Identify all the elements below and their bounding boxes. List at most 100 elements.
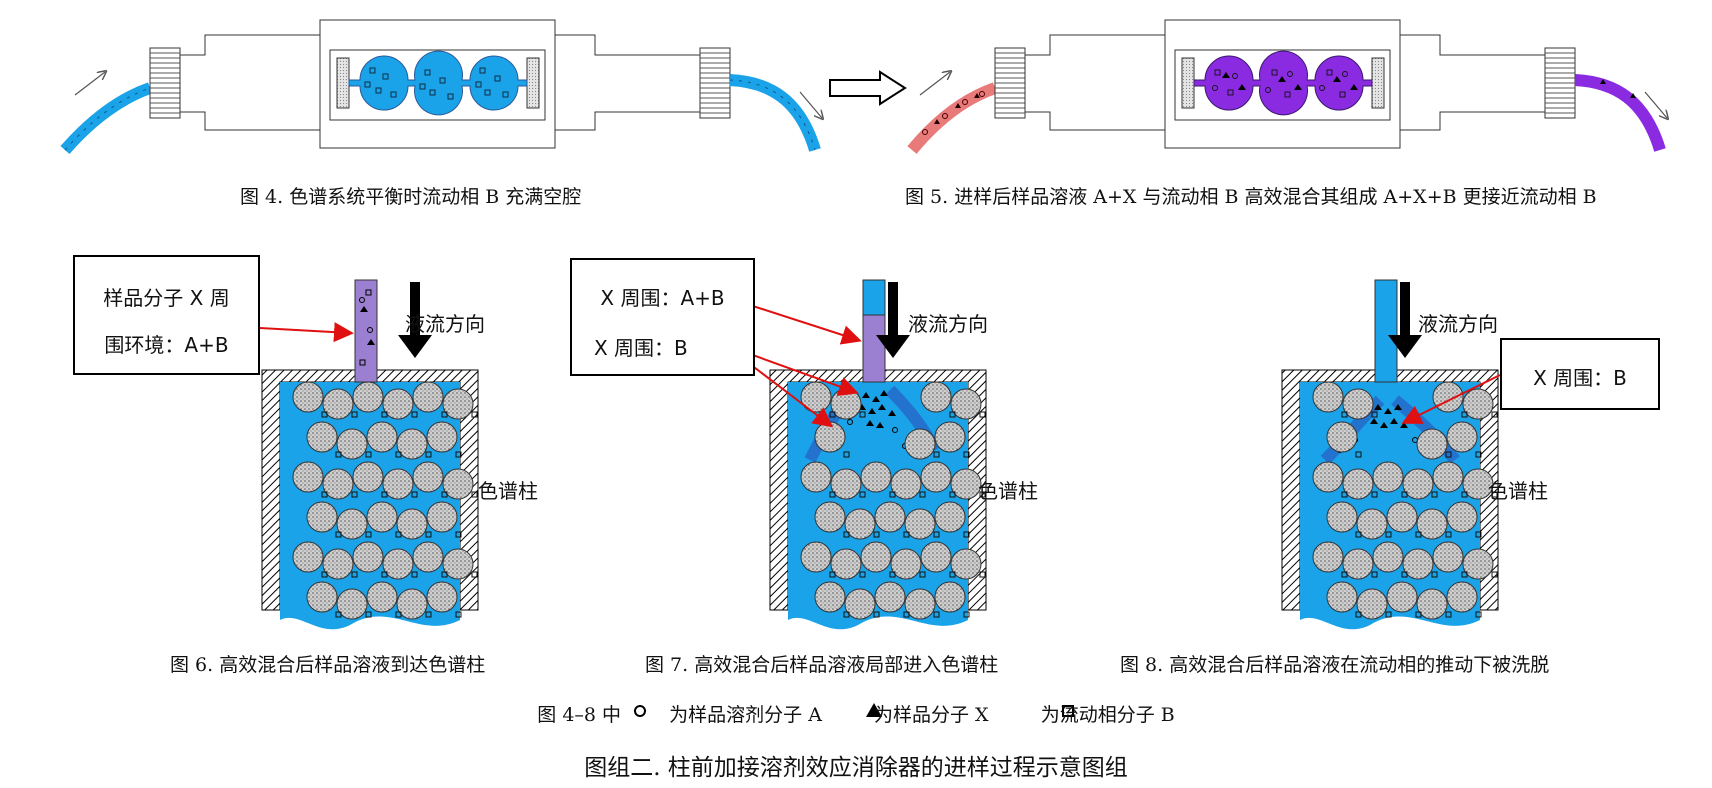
packing-bead xyxy=(1432,461,1464,493)
mobile-phase-molecule xyxy=(1491,571,1498,578)
mobile-phase-molecule xyxy=(351,491,358,498)
packing-bead xyxy=(904,588,936,620)
figure-7-annotation-line1: X 周围：A+B xyxy=(600,286,725,310)
mobile-phase-molecule xyxy=(1415,531,1422,538)
figure-4-caption: 图 4. 色谱系统平衡时流动相 B 充满空腔 xyxy=(240,186,582,208)
packing-bead xyxy=(442,468,474,500)
mobile-phase-molecule xyxy=(1475,611,1482,618)
legend-item-b: 为流动相分子 B xyxy=(1040,704,1175,726)
mobile-phase-molecule xyxy=(843,611,850,618)
figure-7-column xyxy=(724,279,987,630)
mobile-phase-molecule xyxy=(843,451,850,458)
mobile-phase-molecule xyxy=(949,411,956,418)
packing-bead xyxy=(934,501,966,533)
packing-bead xyxy=(950,548,982,580)
packing-bead xyxy=(1342,468,1374,500)
packing-bead xyxy=(396,428,428,460)
mobile-phase-molecule xyxy=(919,571,926,578)
mobile-phase-molecule xyxy=(381,571,388,578)
mobile-phase-molecule xyxy=(335,611,342,618)
figure-6-annotation-line1: 样品分子 X 周 xyxy=(103,286,230,310)
figure-6-column xyxy=(259,279,479,630)
figure-6-annotation-box: 样品分子 X 周 围环境：A+B xyxy=(73,255,260,375)
mobile-phase-molecule xyxy=(395,611,402,618)
mobile-phase-molecule xyxy=(903,611,910,618)
packing-bead xyxy=(1326,501,1358,533)
mobile-phase-molecule xyxy=(455,531,462,538)
packing-bead xyxy=(1372,541,1404,573)
mobile-phase-molecule xyxy=(1431,571,1438,578)
figure-8-column xyxy=(1281,279,1501,630)
transition-arrow-icon xyxy=(829,70,907,106)
mobile-phase-molecule xyxy=(1371,411,1378,418)
packing-bead xyxy=(412,381,444,413)
packing-bead xyxy=(1326,581,1358,613)
mobile-phase-molecule xyxy=(1475,451,1482,458)
packing-bead xyxy=(844,508,876,540)
packing-bead xyxy=(322,388,354,420)
packing-bead xyxy=(442,548,474,580)
packing-bead xyxy=(874,501,906,533)
figure-8-caption: 图 8. 高效混合后样品溶液在流动相的推动下被洗脱 xyxy=(1120,654,1550,676)
mobile-phase-molecule xyxy=(843,531,850,538)
packing-bead xyxy=(396,508,428,540)
mobile-phase-molecule xyxy=(381,411,388,418)
packing-bead xyxy=(860,541,892,573)
packing-bead xyxy=(292,541,324,573)
packing-bead xyxy=(1312,541,1344,573)
packing-bead xyxy=(1356,588,1388,620)
packing-bead xyxy=(890,468,922,500)
mobile-phase-molecule xyxy=(1385,611,1392,618)
figure-4-mixer-equilibrium xyxy=(60,19,822,154)
legend-item-a: 为样品溶剂分子 A xyxy=(669,704,822,726)
legend-prefix: 图 4–8 中 xyxy=(537,704,622,726)
legend-item-x: 为样品分子 X xyxy=(874,704,989,726)
legend-sample-x-icon xyxy=(866,703,882,717)
mobile-phase-molecule xyxy=(963,531,970,538)
figure-7-column-label: 色谱柱 xyxy=(978,479,1038,503)
packing-bead xyxy=(1386,581,1418,613)
figure-7-annotation-box: X 周围：A+B X 周围：B xyxy=(570,258,755,376)
mobile-phase-molecule xyxy=(873,611,880,618)
mobile-phase-molecule xyxy=(1491,411,1498,418)
mobile-phase-molecule xyxy=(1355,611,1362,618)
packing-bead xyxy=(292,461,324,493)
mobile-phase-molecule xyxy=(425,451,432,458)
mobile-phase-molecule xyxy=(455,611,462,618)
packing-bead xyxy=(1386,501,1418,533)
mobile-phase-molecule xyxy=(1355,451,1362,458)
figure-8-flow-label: 液流方向 xyxy=(1418,312,1498,336)
figure-8-column-label: 色谱柱 xyxy=(1488,479,1548,503)
packing-bead xyxy=(366,581,398,613)
packing-bead xyxy=(934,581,966,613)
packing-bead xyxy=(1356,508,1388,540)
mobile-phase-molecule xyxy=(351,571,358,578)
packing-bead xyxy=(352,461,384,493)
packing-bead xyxy=(412,461,444,493)
mobile-phase-molecule xyxy=(411,571,418,578)
mobile-phase-molecule xyxy=(933,531,940,538)
mobile-phase-molecule xyxy=(411,491,418,498)
packing-bead xyxy=(950,468,982,500)
figure-7-annotation-line2: X 周围：B xyxy=(594,336,688,360)
mobile-phase-molecule xyxy=(859,411,866,418)
packing-bead xyxy=(1312,381,1344,413)
packing-bead xyxy=(1446,501,1478,533)
legend-mobile-b-icon xyxy=(1062,705,1074,717)
packing-bead xyxy=(306,501,338,533)
packing-bead xyxy=(1342,388,1374,420)
figure-6-flow-label: 液流方向 xyxy=(405,312,485,336)
mobile-phase-molecule xyxy=(1491,491,1498,498)
packing-bead xyxy=(920,461,952,493)
packing-bead xyxy=(1462,548,1494,580)
mobile-phase-molecule xyxy=(979,411,986,418)
packing-bead xyxy=(800,541,832,573)
mobile-phase-molecule xyxy=(1461,491,1468,498)
mobile-phase-molecule xyxy=(471,491,478,498)
mobile-phase-molecule xyxy=(1445,451,1452,458)
mobile-phase-molecule xyxy=(321,411,328,418)
mobile-phase-molecule xyxy=(1341,491,1348,498)
mobile-phase-molecule xyxy=(425,611,432,618)
mobile-phase-molecule xyxy=(1461,411,1468,418)
